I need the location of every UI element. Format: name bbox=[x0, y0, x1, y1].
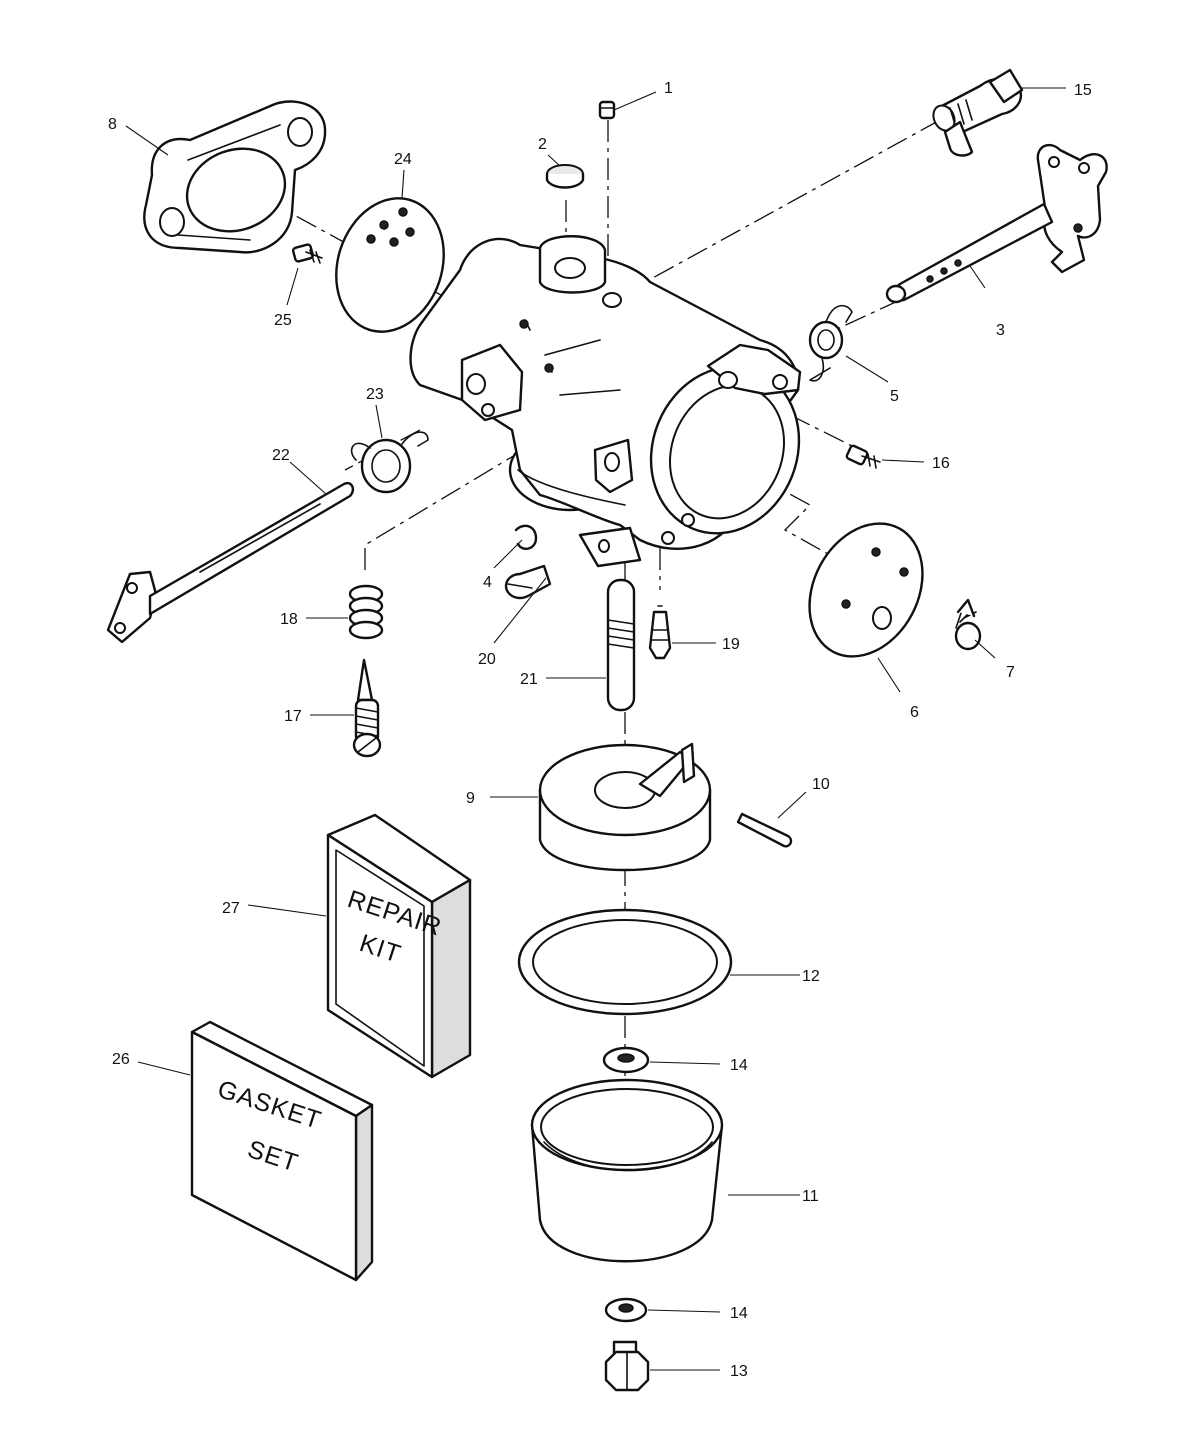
callout-8: 8 bbox=[108, 116, 117, 133]
part-20-screw bbox=[504, 564, 552, 600]
carburetor-body bbox=[409, 235, 802, 568]
callout-1: 1 bbox=[664, 80, 673, 97]
callout-7: 7 bbox=[1006, 664, 1015, 681]
part-13-bowl-nut bbox=[604, 1340, 650, 1392]
callout-leaders bbox=[125, 87, 1066, 1371]
part-11-float-bowl bbox=[530, 1078, 724, 1263]
callout-25: 25 bbox=[274, 312, 292, 329]
part-3-throttle-shaft bbox=[885, 143, 1108, 304]
callout-6: 6 bbox=[910, 704, 919, 721]
callout-14-lower: 14 bbox=[730, 1305, 748, 1322]
callout-17: 17 bbox=[284, 708, 302, 725]
part-18-spring bbox=[348, 584, 384, 640]
part-1-plug bbox=[598, 100, 616, 120]
callout-24: 24 bbox=[394, 151, 412, 168]
callout-18: 18 bbox=[280, 611, 298, 628]
part-23-spring bbox=[350, 431, 429, 494]
callout-5: 5 bbox=[890, 388, 899, 405]
callout-13: 13 bbox=[730, 1363, 748, 1380]
callout-12: 12 bbox=[802, 968, 820, 985]
part-26-gasket-set: GASKET SET bbox=[190, 1020, 374, 1282]
part-17-mixture-screw bbox=[352, 658, 382, 758]
callout-labels: 1 2 3 4 5 6 7 8 9 10 11 12 13 14 14 15 1… bbox=[108, 80, 1092, 1380]
callout-3: 3 bbox=[996, 322, 1005, 339]
callout-15: 15 bbox=[1074, 82, 1092, 99]
callout-27: 27 bbox=[222, 900, 240, 917]
callout-9: 9 bbox=[466, 790, 475, 807]
callout-21: 21 bbox=[520, 671, 538, 688]
part-10-float-pin bbox=[736, 812, 793, 848]
part-16-screw bbox=[845, 444, 881, 469]
callout-10: 10 bbox=[812, 776, 830, 793]
part-21-main-nozzle bbox=[606, 578, 636, 712]
part-8-flange-gasket bbox=[143, 100, 327, 254]
part-24-throttle-plate bbox=[335, 197, 445, 333]
part-14-washer-lower bbox=[604, 1297, 648, 1323]
callout-2: 2 bbox=[538, 136, 547, 153]
callout-20: 20 bbox=[478, 651, 496, 668]
callout-22: 22 bbox=[272, 447, 290, 464]
callout-11: 11 bbox=[802, 1188, 819, 1205]
part-22-choke-shaft bbox=[106, 481, 355, 644]
part-15-fuel-inlet bbox=[932, 68, 1024, 157]
callout-26: 26 bbox=[112, 1051, 130, 1068]
callout-23: 23 bbox=[366, 386, 384, 403]
part-27-repair-kit: REPAIR KIT bbox=[326, 813, 472, 1079]
callout-16: 16 bbox=[932, 455, 950, 472]
part-4-clip bbox=[514, 524, 538, 550]
part-12-bowl-gasket bbox=[517, 908, 733, 1016]
part-25-screw bbox=[291, 243, 323, 264]
callout-4: 4 bbox=[483, 574, 492, 591]
part-5-spring bbox=[808, 304, 853, 382]
part-19-needle bbox=[648, 605, 672, 660]
part-6-choke-plate bbox=[808, 522, 924, 658]
part-14-washer-upper bbox=[602, 1046, 650, 1074]
part-9-float bbox=[538, 742, 712, 872]
callout-19: 19 bbox=[722, 636, 740, 653]
part-2-welch-plug bbox=[545, 164, 585, 189]
callout-14-upper: 14 bbox=[730, 1057, 748, 1074]
part-7-screw bbox=[954, 598, 982, 651]
